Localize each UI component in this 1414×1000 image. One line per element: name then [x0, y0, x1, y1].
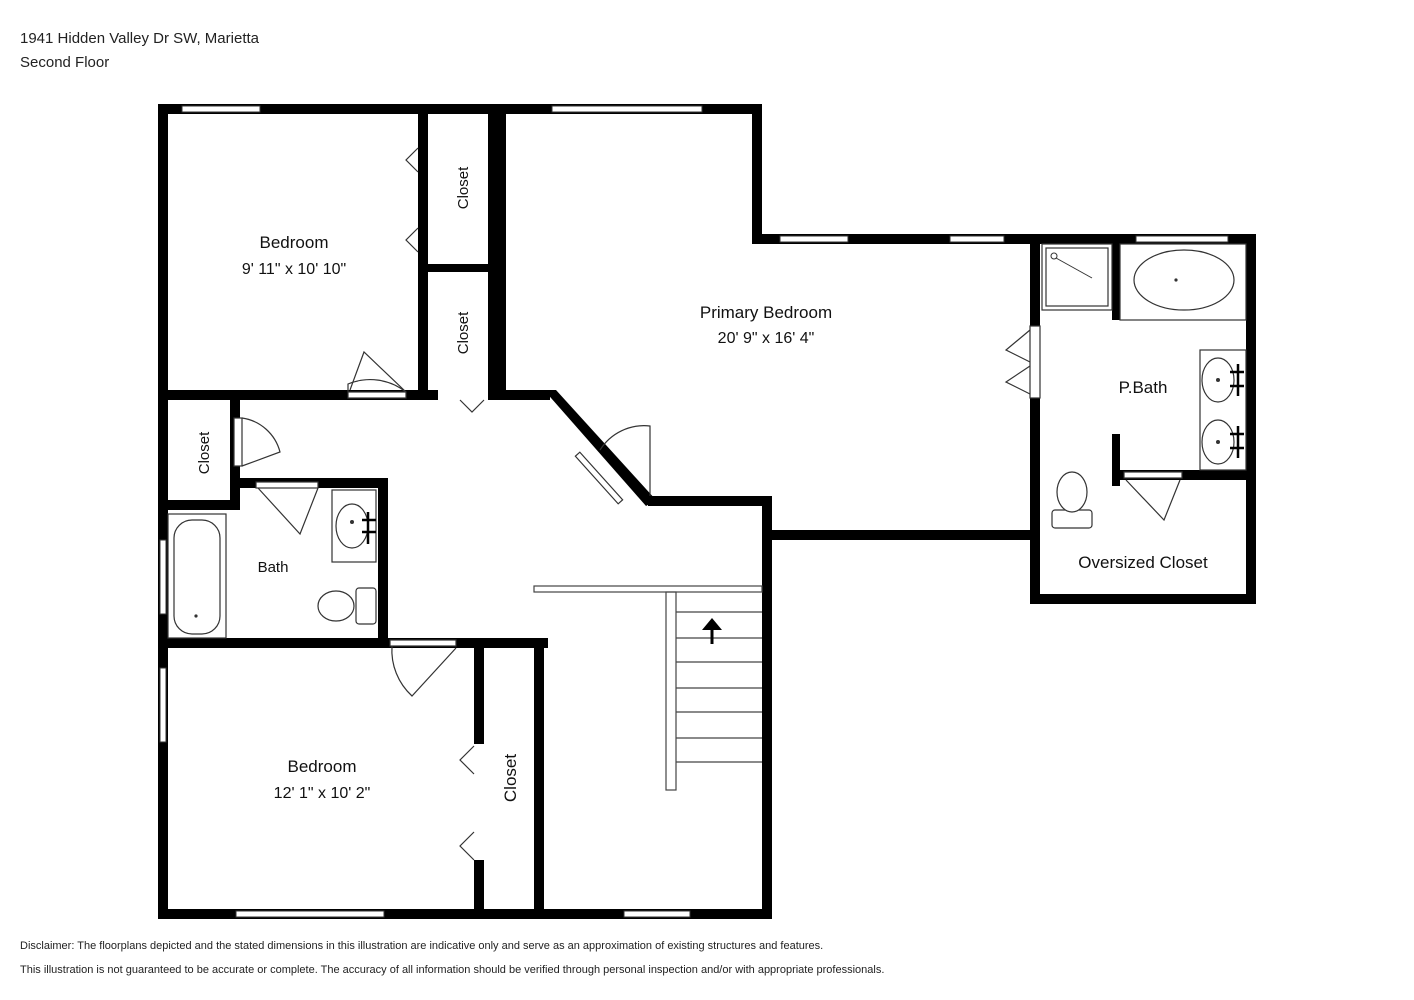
staircase	[533, 585, 763, 791]
sink-icon	[331, 489, 377, 563]
room-dims-bedroom-top: 9' 11" x 10' 10"	[242, 261, 346, 278]
bathtub-icon	[167, 513, 227, 639]
arrow-up-icon	[702, 618, 722, 644]
room-dims-primary-bedroom: 20' 9" x 16' 4"	[718, 330, 815, 347]
room-label-primary-bedroom: Primary Bedroom	[700, 303, 832, 322]
disclaimer-line-1: Disclaimer: The floorplans depicted and …	[20, 940, 824, 952]
room-label-oversized-closet: Oversized Closet	[1078, 553, 1208, 572]
room-label-closet-bottom: Closet	[501, 754, 520, 802]
shower-icon	[1041, 243, 1113, 311]
room-label-pbath: P.Bath	[1119, 378, 1168, 397]
bathtub-oval-icon	[1119, 243, 1247, 321]
room-label-bedroom-top: Bedroom	[260, 233, 329, 252]
room-label-closet-left: Closet	[196, 431, 213, 474]
windows	[159, 105, 1229, 918]
room-dims-bedroom-bottom: 12' 1" x 10' 2"	[274, 785, 371, 802]
double-sink-icon	[1199, 349, 1247, 471]
toilet-icon	[317, 587, 377, 625]
doors	[233, 147, 1183, 861]
room-label-bath: Bath	[258, 559, 289, 576]
room-label-closet-top: Closet	[455, 166, 472, 209]
room-label-bedroom-bottom: Bedroom	[288, 757, 357, 776]
address-title: 1941 Hidden Valley Dr SW, Marietta	[20, 30, 259, 47]
room-label-closet-hall: Closet	[455, 311, 472, 354]
toilet-icon	[1051, 471, 1093, 529]
disclaimer-line-2: This illustration is not guaranteed to b…	[20, 964, 885, 976]
floor-label: Second Floor	[20, 54, 110, 71]
